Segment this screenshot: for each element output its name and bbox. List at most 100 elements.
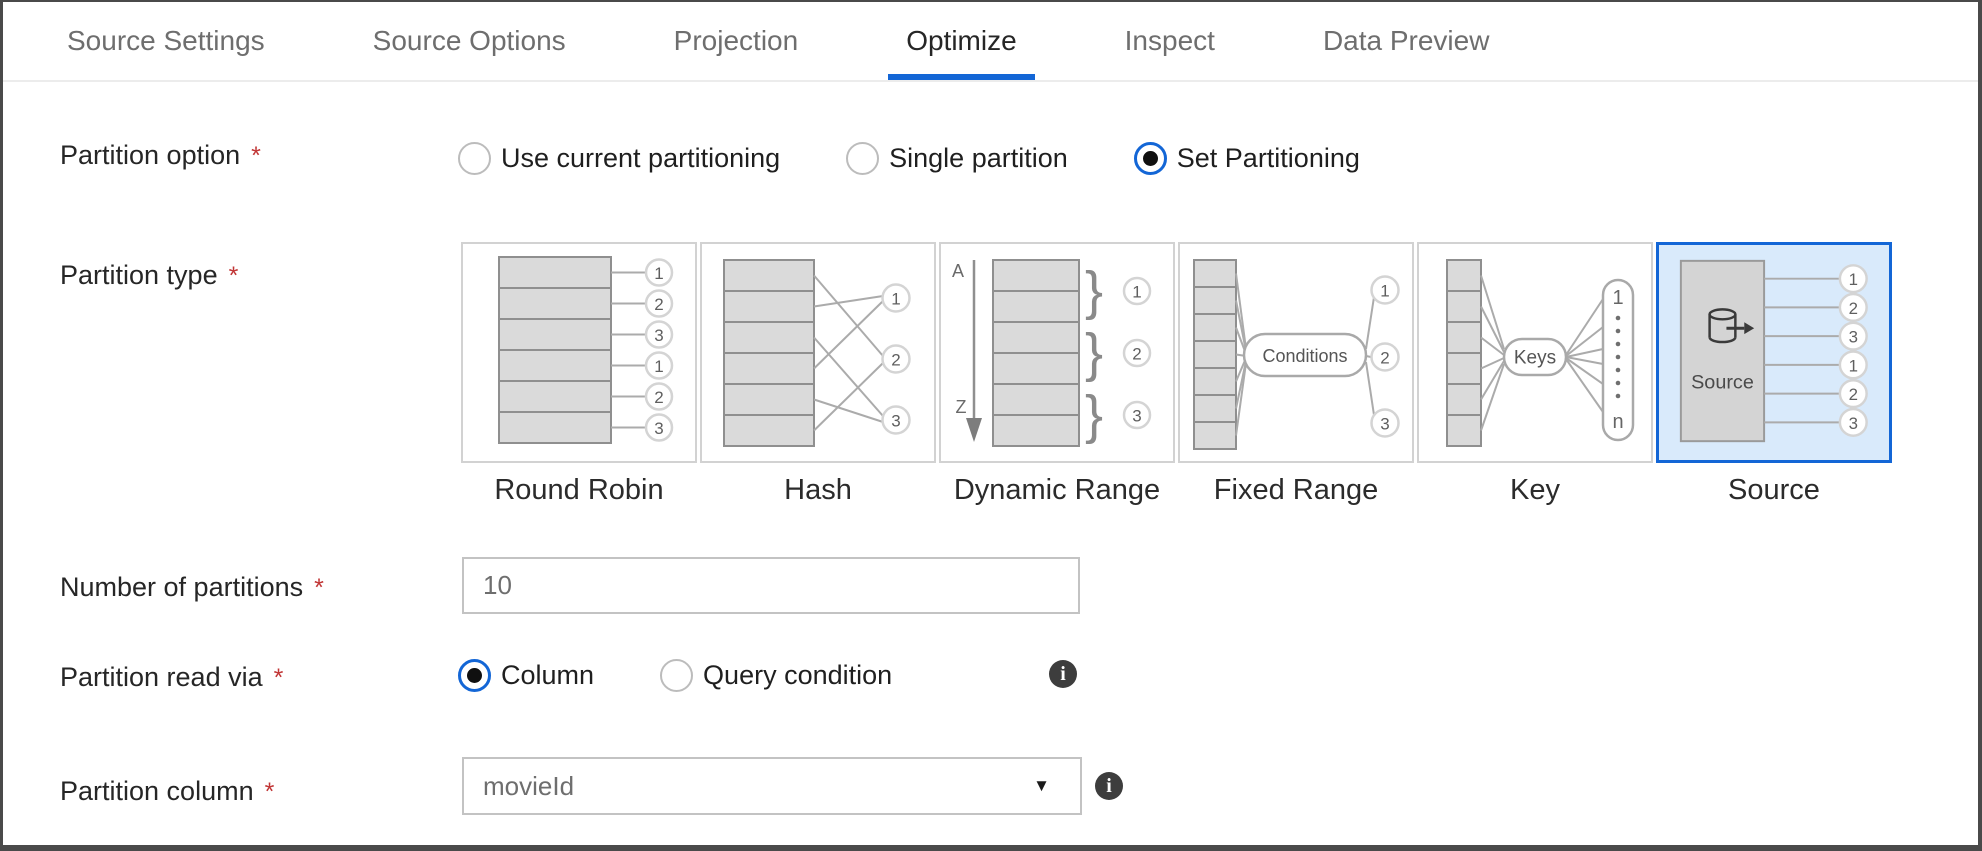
node-label: 1 <box>1849 356 1858 375</box>
number-of-partitions-label: Number of partitions * <box>60 572 324 603</box>
required-asterisk: * <box>228 262 239 290</box>
radio-circle <box>458 142 491 175</box>
radio-dot <box>467 668 482 683</box>
radio-circle <box>458 659 491 692</box>
tab-bar: Source Settings Source Options Projectio… <box>3 2 1978 82</box>
tile-col-key: Keys 1 n Key <box>1417 242 1653 507</box>
label-text: Partition type <box>60 260 218 290</box>
partition-option-radio-group: Use current partitioning Single partitio… <box>458 142 1360 175</box>
fixed-range-diagram: Conditions 1 2 3 <box>1193 259 1400 450</box>
radio-label: Query condition <box>703 660 893 690</box>
node-label: 1 <box>654 264 663 283</box>
list-top-label: 1 <box>1612 287 1623 309</box>
node-label: 2 <box>891 351 900 370</box>
radio-query-condition[interactable]: Query condition <box>660 659 892 692</box>
group-brace: } <box>1085 323 1103 383</box>
key-diagram: Keys 1 n <box>1446 259 1635 447</box>
tile-label-source: Source <box>1728 474 1820 506</box>
label-text: Partition option <box>60 140 241 170</box>
tab-source-settings[interactable]: Source Settings <box>67 25 265 56</box>
tile-label-hash: Hash <box>784 474 852 506</box>
required-asterisk: * <box>273 664 284 692</box>
source-diagram: Source 1 2 3 1 2 3 <box>1679 259 1868 443</box>
round-robin-diagram: 1 2 3 1 2 3 <box>498 256 674 444</box>
sort-bottom-label: Z <box>956 397 967 417</box>
partition-read-via-info-icon[interactable]: i <box>1049 660 1077 688</box>
partition-column-info-icon[interactable]: i <box>1095 772 1123 800</box>
tile-col-dynamic-range: A Z } } } 1 2 3 Dyna <box>939 242 1175 507</box>
partition-tile-round-robin[interactable]: 1 2 3 1 2 3 <box>461 242 697 463</box>
list-bottom-label: n <box>1612 411 1623 433</box>
node-label: 2 <box>654 388 663 407</box>
partition-read-via-label: Partition read via * <box>60 662 283 693</box>
radio-set-partitioning[interactable]: Set Partitioning <box>1133 142 1360 175</box>
tab-projection[interactable]: Projection <box>673 25 799 56</box>
radio-circle <box>846 142 880 175</box>
partition-tile-fixed-range[interactable]: Conditions 1 2 3 <box>1178 242 1414 463</box>
node-label: 2 <box>1132 345 1141 364</box>
node-label: 2 <box>1849 385 1858 404</box>
radio-label: Column <box>501 660 595 690</box>
partition-tile-dynamic-range[interactable]: A Z } } } 1 2 3 <box>939 242 1175 463</box>
label-text: Number of partitions <box>60 572 304 602</box>
tab-data-preview[interactable]: Data Preview <box>1322 25 1490 56</box>
partition-tile-key[interactable]: Keys 1 n <box>1417 242 1653 463</box>
tile-label-key: Key <box>1510 474 1560 506</box>
label-text: Partition read via <box>60 662 263 692</box>
partition-tile-source[interactable]: Source 1 2 3 1 2 3 <box>1656 242 1892 463</box>
tab-source-options[interactable]: Source Options <box>372 25 566 56</box>
partition-type-label: Partition type * <box>60 260 238 291</box>
hash-diagram: 1 2 3 <box>723 259 911 447</box>
partition-option-label: Partition option * <box>60 140 261 171</box>
radio-label: Set Partitioning <box>1176 143 1360 173</box>
node-label: 2 <box>1380 349 1389 368</box>
tile-label-fixed-range: Fixed Range <box>1213 474 1379 506</box>
node-label: 3 <box>1849 414 1858 433</box>
node-label: 1 <box>654 357 663 376</box>
node-label: 1 <box>891 290 900 309</box>
node-label: 3 <box>654 326 663 345</box>
sort-top-label: A <box>952 261 964 281</box>
radio-column[interactable]: Column <box>458 659 594 692</box>
node-label: 1 <box>1132 283 1141 302</box>
partition-type-tiles: 1 2 3 1 2 3 Round Robin <box>461 242 1892 507</box>
group-brace: } <box>1085 385 1103 445</box>
partition-column-dropdown[interactable]: movieId ▼ <box>462 757 1082 815</box>
node-label: 3 <box>891 412 900 431</box>
node-label: 3 <box>1849 328 1858 347</box>
required-asterisk: * <box>264 778 275 806</box>
required-asterisk: * <box>251 142 261 170</box>
node-label: 3 <box>654 419 663 438</box>
node-label: 3 <box>1380 415 1389 434</box>
radio-use-current-partitioning[interactable]: Use current partitioning <box>458 142 780 175</box>
node-label: 2 <box>654 295 663 314</box>
group-brace: } <box>1085 261 1103 321</box>
number-of-partitions-input[interactable] <box>462 557 1080 614</box>
tab-inspect[interactable]: Inspect <box>1124 25 1215 56</box>
dropdown-selected-value: movieId <box>483 770 575 801</box>
chevron-down-icon: ▼ <box>1033 776 1050 795</box>
radio-label: Single partition <box>889 143 1068 173</box>
node-label: 1 <box>1380 282 1389 301</box>
tile-col-hash: 1 2 3 Hash <box>700 242 936 507</box>
radio-dot <box>1142 151 1158 166</box>
partition-read-via-radio-group: Column Query condition <box>458 659 892 692</box>
tile-col-round-robin: 1 2 3 1 2 3 Round Robin <box>461 242 697 507</box>
node-label: 2 <box>1849 299 1858 318</box>
tab-optimize[interactable]: Optimize <box>888 2 1035 80</box>
radio-single-partition[interactable]: Single partition <box>846 142 1068 175</box>
conditions-pill-label: Conditions <box>1262 346 1347 366</box>
node-label: 3 <box>1132 407 1141 426</box>
label-text: Partition column <box>60 776 254 806</box>
tile-col-fixed-range: Conditions 1 2 3 Fixed Range <box>1178 242 1414 507</box>
source-box-label: Source <box>1691 372 1754 394</box>
required-asterisk: * <box>314 574 324 602</box>
node-label: 1 <box>1849 270 1858 289</box>
partition-tile-hash[interactable]: 1 2 3 <box>700 242 936 463</box>
radio-circle <box>1133 142 1167 175</box>
radio-circle <box>660 659 694 692</box>
dynamic-range-diagram: A Z } } } 1 2 3 <box>952 259 1152 447</box>
tile-label-round-robin: Round Robin <box>494 474 664 506</box>
tile-label-dynamic-range: Dynamic Range <box>953 474 1161 506</box>
